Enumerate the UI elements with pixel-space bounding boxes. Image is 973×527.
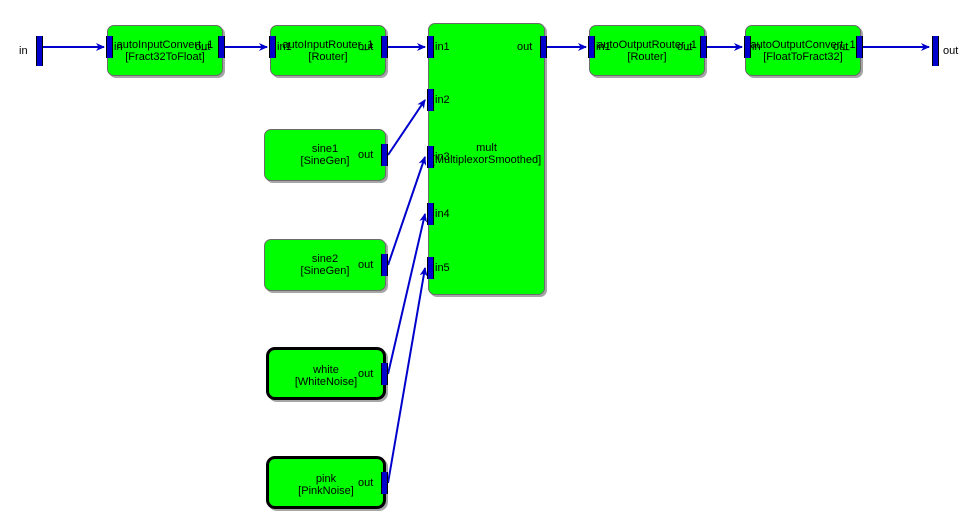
port-label-mult-in4: in4 bbox=[435, 208, 450, 220]
port-label-mult-out: out bbox=[517, 41, 533, 53]
block-type-autoInputRouter_1: [Router] bbox=[308, 50, 348, 63]
terminal-label-out: out bbox=[943, 45, 959, 57]
block-name-autoOutputConvert_1: autoOutputConvert_1 bbox=[750, 38, 856, 51]
port-autoOutputConvert_1-out[interactable] bbox=[856, 36, 863, 58]
port-white-out[interactable] bbox=[381, 363, 388, 385]
block-type-mult: [MultiplexorSmoothed] bbox=[431, 154, 542, 166]
port-mult-in3[interactable] bbox=[427, 146, 434, 168]
port-label-autoOutputRouter_1-in1: in1 bbox=[596, 41, 611, 53]
block-name-white: white bbox=[313, 363, 339, 376]
port-mult-in4[interactable] bbox=[427, 203, 434, 225]
wire-8[interactable] bbox=[387, 213, 428, 375]
port-label-autoOutputConvert_1-in: in bbox=[752, 41, 761, 53]
block-type-white: [WhiteNoise] bbox=[294, 375, 358, 388]
block-label-sine2: sine2[SineGen] bbox=[265, 253, 385, 277]
port-label-mult-in3: in3 bbox=[435, 151, 450, 163]
port-label-sine1-out: out bbox=[358, 149, 374, 161]
terminal-out[interactable] bbox=[932, 36, 939, 66]
block-name-sine2: sine2 bbox=[311, 253, 339, 265]
port-autoInputConvert_1-out[interactable] bbox=[218, 36, 225, 58]
block-name-sine1: sine1 bbox=[311, 143, 339, 155]
port-sine1-out[interactable] bbox=[381, 144, 388, 166]
port-mult-in1[interactable] bbox=[427, 36, 434, 58]
terminal-label-in: in bbox=[19, 45, 28, 57]
port-label-autoInputRouter_1-in1: in1 bbox=[277, 41, 292, 53]
wire-9[interactable] bbox=[387, 267, 428, 484]
port-mult-in5[interactable] bbox=[427, 257, 434, 279]
port-label-autoOutputRouter_1-out: out bbox=[677, 41, 693, 53]
port-label-autoInputRouter_1-out: out bbox=[358, 41, 374, 53]
wire-7[interactable] bbox=[387, 156, 427, 266]
port-sine2-out[interactable] bbox=[381, 254, 388, 276]
wire-6[interactable] bbox=[387, 99, 426, 156]
terminal-in[interactable] bbox=[36, 36, 43, 66]
block-label-sine1: sine1[SineGen] bbox=[265, 143, 385, 167]
port-autoOutputRouter_1-in1[interactable] bbox=[588, 36, 595, 58]
block-type-sine2: [SineGen] bbox=[300, 265, 350, 277]
port-autoInputConvert_1-in[interactable] bbox=[106, 36, 113, 58]
port-autoInputRouter_1-in1[interactable] bbox=[269, 36, 276, 58]
port-label-mult-in1: in1 bbox=[435, 41, 450, 53]
block-type-autoOutputRouter_1: [Router] bbox=[627, 50, 667, 63]
block-name-autoInputRouter_1: autoInputRouter_1 bbox=[282, 38, 374, 51]
port-label-pink-out: out bbox=[358, 477, 374, 489]
port-label-autoInputConvert_1-out: out bbox=[195, 41, 211, 53]
block-label-pink: pink[PinkNoise] bbox=[269, 473, 383, 497]
block-label-autoInputRouter_1: autoInputRouter_1[Router] bbox=[271, 39, 385, 63]
block-sine2[interactable]: sine2[SineGen] bbox=[264, 239, 386, 291]
port-label-autoInputConvert_1-in: in bbox=[114, 41, 123, 53]
block-white[interactable]: white[WhiteNoise] bbox=[266, 347, 386, 400]
block-sine1[interactable]: sine1[SineGen] bbox=[264, 129, 386, 181]
block-label-autoOutputConvert_1: autoOutputConvert_1[FloatToFract32] bbox=[746, 39, 860, 63]
port-label-sine2-out: out bbox=[358, 259, 374, 271]
block-pink[interactable]: pink[PinkNoise] bbox=[266, 456, 386, 509]
block-mult[interactable]: mult[MultiplexorSmoothed] bbox=[428, 23, 545, 295]
block-type-sine1: [SineGen] bbox=[300, 155, 350, 167]
block-name-autoOutputRouter_1: autoOutputRouter_1 bbox=[597, 38, 697, 51]
port-autoOutputRouter_1-out[interactable] bbox=[700, 36, 707, 58]
block-type-pink: [PinkNoise] bbox=[298, 484, 354, 497]
block-name-autoInputConvert_1: autoInputConvert_1 bbox=[116, 38, 214, 51]
port-autoInputRouter_1-out[interactable] bbox=[381, 36, 388, 58]
port-label-mult-in5: in5 bbox=[435, 262, 450, 274]
block-label-white: white[WhiteNoise] bbox=[269, 364, 383, 388]
block-name-pink: pink bbox=[315, 472, 337, 485]
port-autoOutputConvert_1-in[interactable] bbox=[744, 36, 751, 58]
block-label-autoOutputRouter_1: autoOutputRouter_1[Router] bbox=[590, 39, 704, 63]
block-label-mult: mult[MultiplexorSmoothed] bbox=[429, 142, 544, 166]
block-label-autoInputConvert_1: autoInputConvert_1[Fract32ToFloat] bbox=[108, 39, 222, 63]
port-label-white-out: out bbox=[358, 368, 374, 380]
block-type-autoOutputConvert_1: [FloatToFract32] bbox=[763, 50, 843, 63]
block-type-autoInputConvert_1: [Fract32ToFloat] bbox=[125, 50, 205, 63]
port-label-autoOutputConvert_1-out: out bbox=[833, 41, 849, 53]
port-pink-out[interactable] bbox=[381, 472, 388, 494]
block-name-mult: mult bbox=[476, 142, 497, 154]
port-mult-in2[interactable] bbox=[427, 89, 434, 111]
port-mult-out[interactable] bbox=[540, 36, 547, 58]
port-label-mult-in2: in2 bbox=[435, 94, 450, 106]
